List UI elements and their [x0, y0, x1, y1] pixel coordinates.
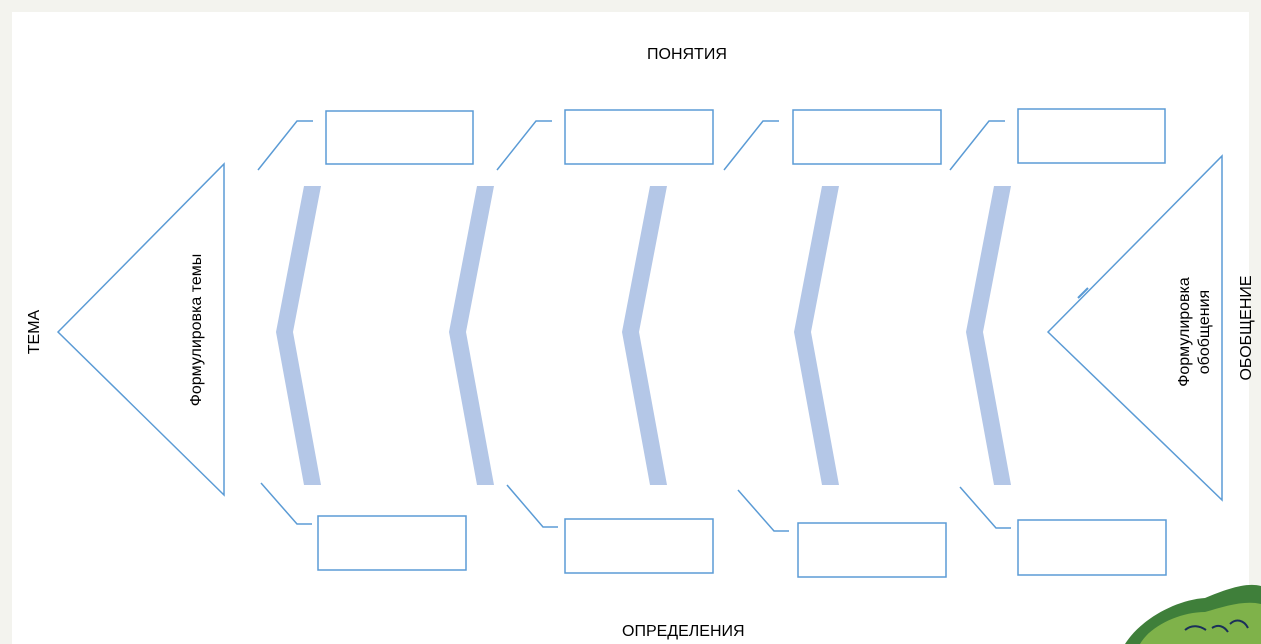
- bone-1: [276, 186, 321, 485]
- head-right-text: Формулировка обобщения: [1175, 277, 1215, 387]
- head-left-text: Формулировка темы: [188, 253, 205, 407]
- top-connector-1: [257, 120, 313, 171]
- head-right-text-line1: Формулировка: [1176, 277, 1193, 387]
- concepts-label: ПОНЯТИЯ: [647, 46, 727, 63]
- concept-box-4[interactable]: [1017, 108, 1166, 164]
- definitions-label: ОПРЕДЕЛЕНИЯ: [622, 623, 745, 640]
- top-connector-4: [949, 120, 1005, 171]
- theme-label: ТЕМА: [26, 309, 43, 355]
- bottom-connector-4: [959, 486, 1011, 529]
- definition-box-4[interactable]: [1017, 519, 1167, 576]
- bone-2: [449, 186, 494, 485]
- head-right-text-line2: обобщения: [1196, 289, 1213, 375]
- head-left-triangle: [56, 162, 225, 497]
- concept-box-2[interactable]: [564, 109, 714, 165]
- bottom-connector-1: [260, 482, 312, 525]
- definition-box-2[interactable]: [564, 518, 714, 574]
- concept-box-3[interactable]: [792, 109, 942, 165]
- bone-4: [794, 186, 839, 485]
- tail-right-triangle: [1046, 154, 1223, 502]
- generalization-label: ОБОБЩЕНИЕ: [1238, 275, 1255, 381]
- bone-5: [966, 186, 1011, 485]
- top-connector-3: [723, 120, 779, 171]
- bone-3: [622, 186, 667, 485]
- concept-box-1[interactable]: [325, 110, 474, 165]
- bottom-connector-2: [506, 484, 558, 528]
- corner-decoration: [1125, 584, 1261, 644]
- top-connector-2: [496, 120, 552, 171]
- definition-box-3[interactable]: [797, 522, 947, 578]
- definition-box-1[interactable]: [317, 515, 467, 571]
- tail-mark: [1077, 287, 1089, 299]
- bottom-connector-3: [737, 489, 789, 532]
